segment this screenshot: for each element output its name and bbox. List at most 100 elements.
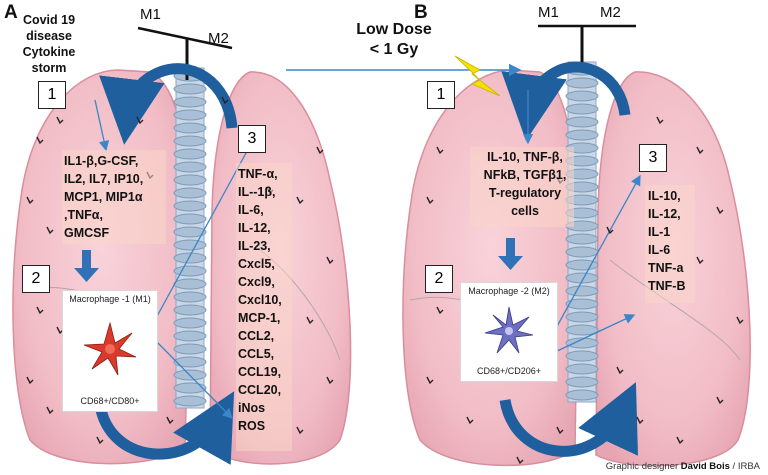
lung-texture-mark (306, 316, 314, 325)
trachea-ring (173, 252, 207, 264)
cytokine-bg-a-right (236, 163, 292, 451)
macrophage-m2-markers: CD68+/CD206+ (476, 366, 542, 376)
cytokine-item: MCP1, MIP1α (64, 190, 143, 204)
lung-texture-mark (36, 136, 44, 145)
cytokine-item: CCL19, (238, 365, 282, 379)
down-arrow-a (74, 250, 99, 282)
step-box-2-a: 2 (22, 265, 50, 293)
m2-macrophage-cell-icon (484, 306, 534, 354)
cytokine-item: T-regulatory (488, 186, 562, 200)
lung-texture-mark (46, 226, 54, 235)
m2-label-a: M2 (208, 30, 229, 47)
trachea-ring (565, 246, 599, 258)
lung-texture-mark (516, 456, 524, 465)
lung-texture-mark (636, 416, 644, 425)
trachea-ring (173, 148, 207, 160)
curved-arrow-icon (94, 391, 235, 465)
macrophage-m1-markers: CD68+/CD80+ (80, 396, 140, 406)
lung-texture-mark (136, 116, 144, 125)
trachea-ring (565, 116, 599, 128)
lung-texture-mark (436, 306, 444, 315)
trigger-line: disease (26, 29, 72, 43)
trachea-ring (565, 103, 599, 115)
designer-credit: Graphic designer David Bois / IRBA (606, 461, 760, 472)
trachea-ring (173, 278, 207, 290)
arrow-m1-to-inos (154, 339, 233, 419)
cytokine-item: MCP-1, (238, 311, 281, 325)
trachea-ring (173, 200, 207, 212)
balance-b (538, 24, 636, 66)
lung-texture-mark (26, 376, 34, 385)
cytokine-item: CCL2, (238, 329, 275, 343)
arrow-m2-to-right (554, 314, 636, 353)
lung-texture-mark (656, 116, 664, 125)
macrophage-m1-title: Macrophage -1 (M1) (69, 294, 151, 304)
trachea-ring (565, 129, 599, 141)
trachea-ring (173, 382, 207, 394)
cytokine-item: CCL5, (238, 347, 275, 361)
lung-texture-mark (166, 416, 174, 425)
step-box-2-b: 2 (425, 265, 453, 293)
lung-texture-mark (696, 146, 704, 155)
m1-macrophage-cell-icon (83, 321, 137, 376)
lung-texture-mark (716, 206, 724, 215)
trachea-b (565, 61, 599, 403)
cytokine-item: IL-6 (648, 243, 671, 257)
lung-texture-mark (316, 146, 324, 155)
lung-texture-mark (96, 436, 104, 445)
cytokine-item: IL2, IL7, IP10, (64, 172, 144, 186)
dose-line: Low Dose (356, 21, 432, 38)
cytokine-list-a-left: IL1-β,G-CSF, IL2, IL7, IP10, MCP1, MIP1α… (64, 152, 143, 242)
macrophage-m2-card: Macrophage -2 (M2) CD68+/CD206+ (460, 282, 558, 382)
dose-label: Low Dose < 1 Gy (344, 20, 444, 60)
trachea-ring (565, 376, 599, 388)
curved-arrow-icon (499, 382, 638, 457)
cytokine-item: IL--1β, (238, 185, 276, 199)
lung-texture-mark (676, 436, 684, 445)
arrow-m2-to-3 (554, 174, 641, 331)
trachea-ring (565, 311, 599, 323)
trachea-ring (173, 343, 207, 355)
trachea-ring (173, 265, 207, 277)
step-box-1-b: 1 (427, 81, 455, 109)
trachea-ring (565, 90, 599, 102)
lung-texture-mark (736, 316, 744, 325)
cytokine-item: IL-23, (238, 239, 271, 253)
trachea-ring (173, 239, 207, 251)
dose-line: < 1 Gy (369, 41, 419, 58)
trachea-ring (565, 350, 599, 362)
m2-label-b: M2 (600, 4, 621, 21)
trachea-ring (173, 291, 207, 303)
curved-arrow-icon (501, 61, 631, 141)
lung-texture-mark (296, 196, 304, 205)
cytokine-item: TNF-α, (238, 167, 278, 181)
cytokine-item: IL-10, (648, 189, 681, 203)
cytokine-item: IL1-β,G-CSF, (64, 154, 139, 168)
lung-texture-mark (606, 226, 614, 235)
cytokine-bg-a-left (62, 150, 166, 244)
cytokine-item: TNF-a (648, 261, 684, 275)
trigger-line: Cytokine storm (22, 45, 76, 75)
trigger-text: Covid 19 disease Cytokine storm (8, 12, 90, 76)
trachea-ring (565, 285, 599, 297)
trachea-a (173, 67, 207, 409)
trachea-ring (565, 77, 599, 89)
trachea-ring (173, 96, 207, 108)
trachea-ring (173, 213, 207, 225)
step-box-1-a: 1 (38, 81, 66, 109)
trachea-ring (565, 337, 599, 349)
m1-label-b: M1 (538, 4, 559, 21)
lung-texture-mark (556, 426, 564, 435)
trachea-ring (565, 298, 599, 310)
trachea-ring (173, 161, 207, 173)
cytokine-item: IL-12, (238, 221, 271, 235)
trachea-ring (173, 83, 207, 95)
cytokine-item: NFkB, TGFβ1, (483, 168, 567, 182)
cytokine-item: iNos (238, 401, 266, 415)
cytokine-item: ,TNFα, (64, 208, 103, 222)
trachea-ring (173, 135, 207, 147)
lung-texture-mark (326, 256, 334, 265)
cytokine-list-b-right: IL-10, IL-12, IL-1 IL-6 TNF-a TNF-B (648, 187, 686, 295)
lung-texture-mark (436, 146, 444, 155)
trachea-ring (565, 233, 599, 245)
